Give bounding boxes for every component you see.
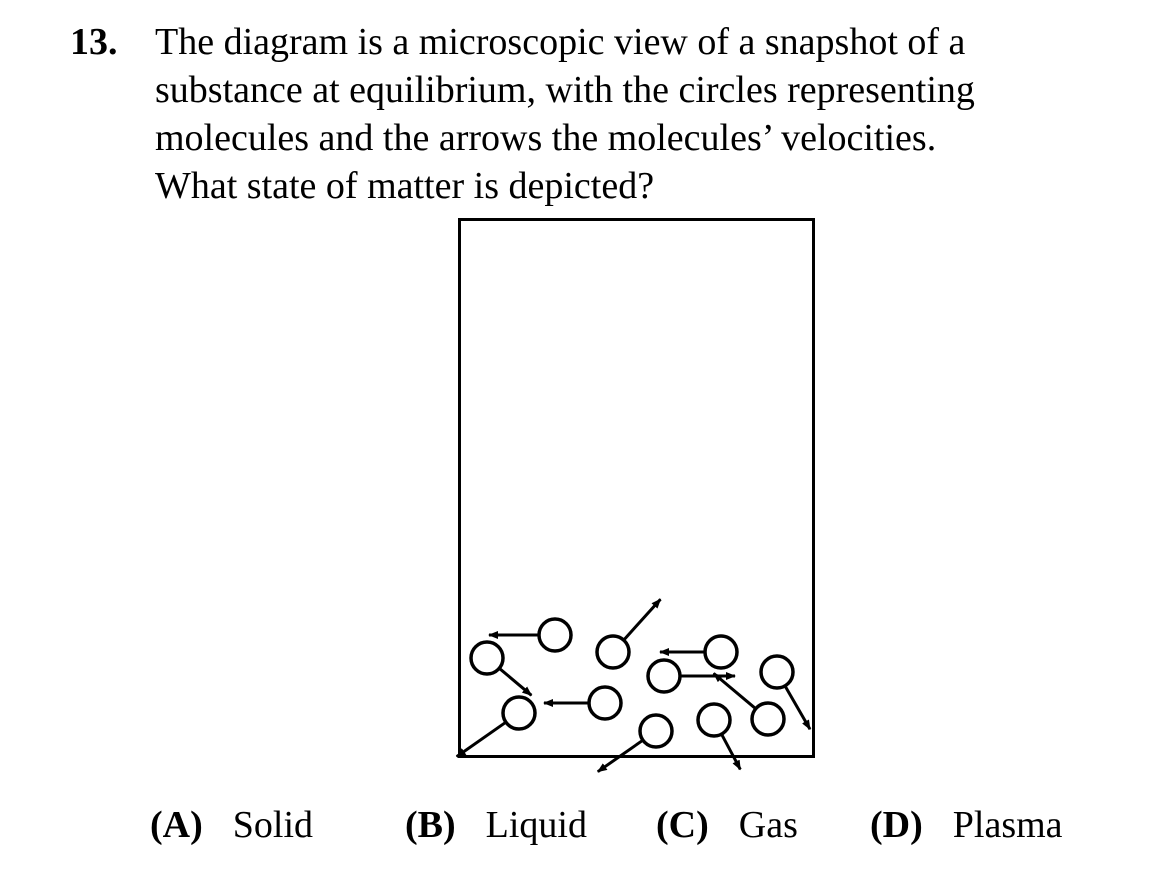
question-line: molecules and the arrows the molecules’ …	[155, 117, 937, 159]
velocity-arrow	[596, 738, 644, 773]
molecule	[543, 685, 623, 721]
molecule-circle	[646, 658, 682, 694]
answer-choices: (A) Solid (B) Liquid (C) Gas (D) Plasma	[0, 800, 1155, 860]
choice-letter: (A)	[150, 804, 203, 846]
choice-d[interactable]: (D) Plasma	[870, 800, 1063, 850]
molecule	[712, 672, 786, 737]
question-line: The diagram is a microscopic view of a s…	[155, 21, 966, 63]
molecule	[659, 634, 739, 670]
choice-b[interactable]: (B) Liquid	[405, 800, 587, 850]
container-box	[458, 218, 815, 758]
molecule-layer	[455, 598, 812, 773]
molecule	[488, 617, 573, 653]
molecule	[455, 695, 537, 758]
choice-c[interactable]: (C) Gas	[656, 800, 798, 850]
molecule	[759, 654, 812, 731]
velocity-arrow	[783, 685, 812, 731]
velocity-arrow	[712, 672, 757, 710]
question-line: substance at equilibrium, with the circl…	[155, 69, 975, 111]
choice-text: Solid	[232, 804, 314, 846]
choice-text: Plasma	[952, 804, 1063, 846]
choice-text: Gas	[738, 804, 798, 846]
choice-a[interactable]: (A) Solid	[150, 800, 313, 850]
molecule-circle	[703, 634, 739, 670]
molecule-circle	[595, 634, 631, 670]
question-number: 13.	[70, 21, 118, 63]
molecule	[596, 713, 674, 773]
molecule-circle	[501, 695, 537, 731]
velocity-arrow	[498, 667, 533, 697]
molecule-circle	[587, 685, 623, 721]
question-line: What state of matter is depicted?	[155, 165, 655, 207]
molecule	[646, 658, 736, 694]
container-diagram	[455, 218, 815, 773]
molecule	[696, 702, 742, 771]
molecule-circle	[750, 701, 786, 737]
question-text: The diagram is a microscopic view of a s…	[155, 18, 1115, 210]
molecule	[595, 598, 662, 670]
molecule-circle	[696, 702, 732, 738]
molecule-circle	[759, 654, 795, 690]
choice-letter: (B)	[405, 804, 456, 846]
molecule	[469, 640, 533, 697]
choice-letter: (C)	[656, 804, 709, 846]
velocity-arrow	[622, 598, 662, 642]
choice-text: Liquid	[485, 804, 587, 846]
velocity-arrow	[455, 720, 507, 758]
choice-letter: (D)	[870, 804, 923, 846]
molecule-circle	[537, 617, 573, 653]
molecule-circle	[469, 640, 505, 676]
molecule-circle	[638, 713, 674, 749]
velocity-arrow	[720, 733, 742, 771]
